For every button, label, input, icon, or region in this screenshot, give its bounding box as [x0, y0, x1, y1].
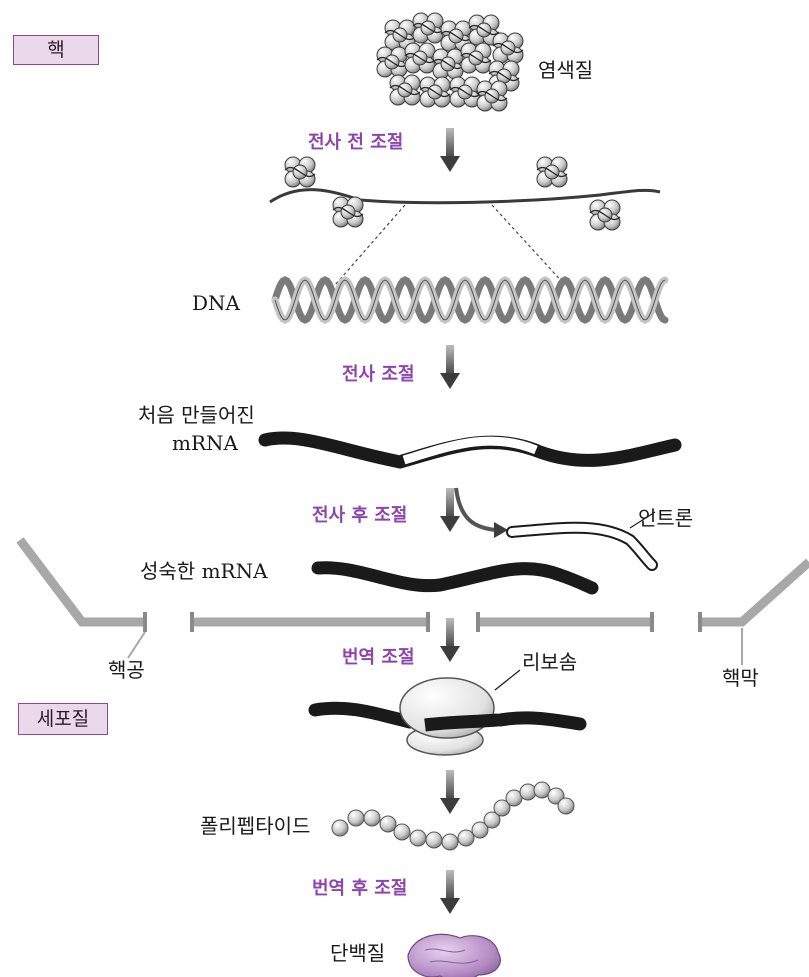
- nuclear-membrane-label: 핵막: [722, 668, 759, 688]
- dna-helix-icon: [275, 280, 665, 320]
- step-pre-transcription-label: 전사 전 조절: [308, 134, 403, 152]
- amino-acid-bead: [394, 824, 410, 840]
- nuclear-pore-label: 핵공: [108, 660, 145, 680]
- mature-mrna: [318, 568, 592, 588]
- primary-mrna-label-line2: mRNA: [172, 433, 238, 453]
- amino-acid-bead: [380, 816, 396, 832]
- mature-mrna-label: 성숙한 mRNA: [140, 561, 268, 581]
- protein-icon: [408, 934, 500, 977]
- amino-acid-bead: [364, 810, 380, 826]
- chromatin-label: 염색질: [538, 60, 593, 80]
- amino-acid-bead: [458, 830, 474, 846]
- nucleus-region-label: 핵: [13, 35, 99, 65]
- primary-mrna: [265, 438, 675, 462]
- amino-acid-bead: [410, 830, 426, 846]
- amino-acid-bead: [348, 810, 364, 826]
- nucleosome-icon: [285, 157, 315, 187]
- ribosome-label: 리보솜: [522, 652, 577, 672]
- amino-acid-bead: [332, 820, 348, 836]
- amino-acid-bead: [558, 798, 574, 814]
- dna-label: DNA: [192, 293, 240, 313]
- mature-mrna-label-latin: mRNA: [202, 559, 268, 583]
- cytoplasm-region-label: 세포질: [18, 703, 108, 735]
- amino-acid-bead: [442, 834, 458, 850]
- primary-mrna-label-line1: 처음 만들어진: [138, 405, 255, 425]
- step-post-transcription-label: 전사 후 조절: [312, 507, 407, 525]
- amino-acid-bead: [520, 784, 536, 800]
- polypeptide-label: 폴리펩타이드: [200, 816, 310, 836]
- mature-mrna-label-korean: 성숙한: [140, 559, 195, 583]
- intron-label: 인트론: [638, 508, 693, 528]
- nucleosome-icon: [537, 157, 567, 187]
- nucleosome-icon: [590, 200, 620, 230]
- arrow-down-icon: [440, 128, 460, 172]
- amino-acid-bead: [426, 832, 442, 848]
- step-post-translation-label: 번역 후 조절: [312, 880, 407, 898]
- protein-label: 단백질: [330, 943, 385, 963]
- nucleosome-icon: [333, 197, 363, 227]
- arrow-down-icon: [440, 345, 460, 389]
- chromatin-icon: [377, 13, 523, 111]
- arrow-down-icon: [440, 770, 460, 814]
- step-translation-label: 번역 조절: [342, 649, 415, 667]
- arrow-down-icon: [440, 870, 460, 914]
- step-transcription-label: 전사 조절: [342, 366, 415, 384]
- arrow-down-icon: [440, 618, 460, 662]
